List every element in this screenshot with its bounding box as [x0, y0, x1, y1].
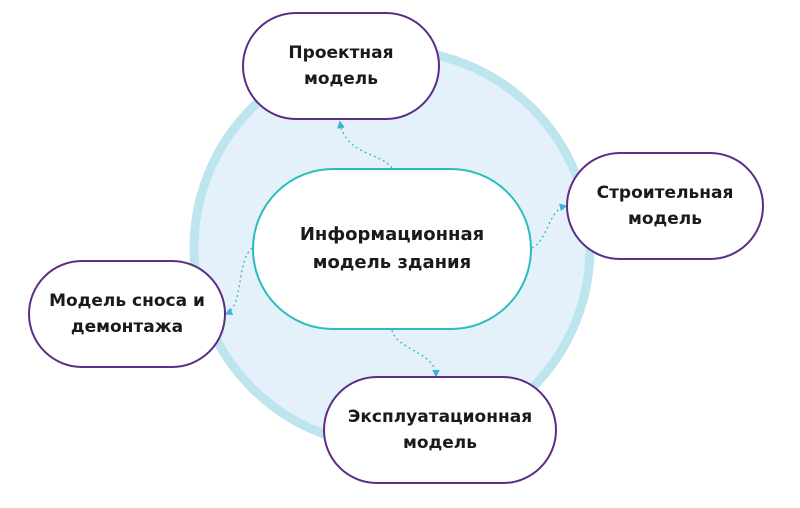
connector-to-top	[337, 120, 393, 169]
node-construction-model: Строительная модель	[566, 152, 764, 260]
connector-to-bottom	[391, 329, 440, 378]
node-design-model-label: Проектная модель	[288, 43, 394, 89]
connector-to-right	[531, 203, 568, 249]
node-building-information-model-label: Информационная модель здания	[299, 224, 485, 273]
node-design-model: Проектная модель	[242, 12, 440, 120]
node-construction-model-label: Строительная модель	[596, 183, 734, 229]
node-operation-model: Эксплуатационная модель	[323, 376, 557, 484]
node-demolition-model: Модель сноса и демонтажа	[28, 260, 226, 368]
node-demolition-model-label: Модель сноса и демонтажа	[49, 291, 205, 337]
connector-to-left	[224, 247, 253, 316]
node-building-information-model: Информационная модель здания	[252, 168, 532, 330]
node-operation-model-label: Эксплуатационная модель	[347, 407, 533, 453]
